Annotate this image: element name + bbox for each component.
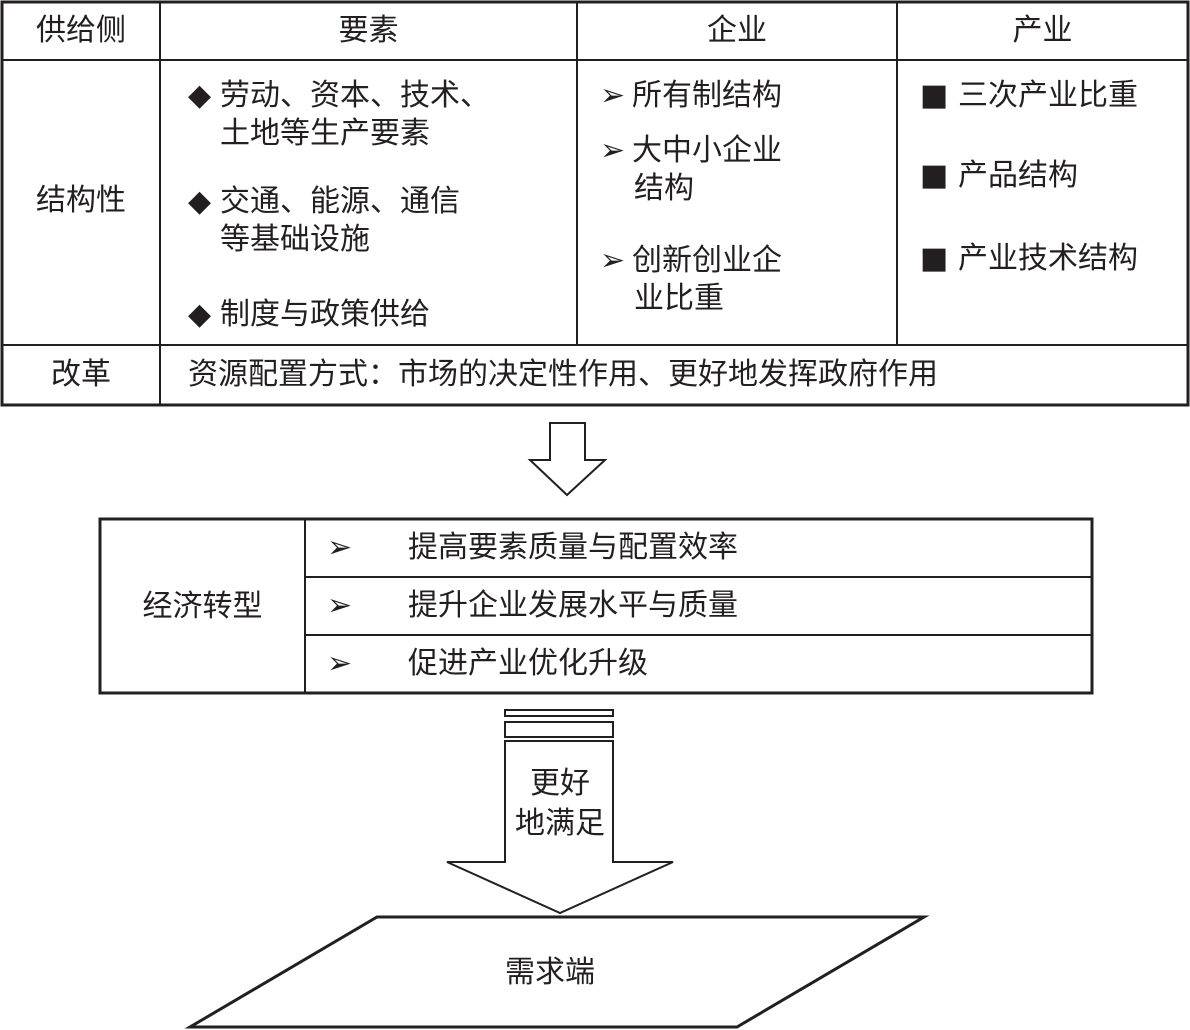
square-bullet-icon: ■	[920, 78, 949, 113]
demand-parallelogram	[184, 915, 930, 1029]
down-arrow-icon	[527, 422, 608, 497]
header-enterprise: 企业	[707, 13, 767, 48]
factor-item-line: 土地等生产要素	[220, 116, 430, 151]
square-bullet-icon: ■	[920, 241, 949, 276]
satisfy-arrow-icon	[446, 709, 674, 915]
enterprise-item: ➢所有制结构	[600, 78, 782, 113]
transform-item: 提高要素质量与配置效率	[408, 530, 738, 565]
transform-box-border	[98, 517, 1094, 695]
diamond-bullet-icon: ◆	[188, 184, 212, 219]
arrow-label-line: 地满足	[515, 806, 605, 841]
arrowhead-bullet-icon: ➢	[600, 243, 626, 278]
arrowhead-bullet-icon: ➢	[327, 646, 353, 681]
diamond-bullet-icon: ◆	[188, 297, 212, 332]
factor-item-line: 等基础设施	[220, 222, 370, 257]
demand-label: 需求端	[505, 955, 595, 990]
arrow-label-line: 更好	[530, 766, 590, 801]
enterprise-item-line: 结构	[634, 171, 694, 206]
reform-text: 资源配置方式：市场的决定性作用、更好地发挥政府作用	[188, 357, 938, 392]
supply-table-border	[0, 0, 1190, 407]
enterprise-item: ➢创新创业企	[600, 243, 782, 278]
factor-item: ◆交通、能源、通信	[188, 184, 460, 219]
industry-item: ■产业技术结构	[920, 241, 1138, 276]
arrowhead-bullet-icon: ➢	[600, 78, 626, 113]
enterprise-item: ➢大中小企业	[600, 133, 782, 168]
reform-label: 改革	[51, 357, 111, 392]
arrowhead-bullet-icon: ➢	[327, 588, 353, 623]
header-factors: 要素	[338, 13, 399, 48]
square-bullet-icon: ■	[920, 158, 949, 193]
transform-item: 促进产业优化升级	[408, 646, 648, 681]
transform-label: 经济转型	[142, 589, 263, 624]
diamond-bullet-icon: ◆	[188, 78, 212, 113]
factor-item: ◆劳动、资本、技术、	[188, 78, 490, 113]
header-industry: 产业	[1012, 13, 1073, 48]
transform-item: 提升企业发展水平与质量	[408, 588, 738, 623]
header-supply-side: 供给侧	[36, 13, 126, 48]
enterprise-item-line: 业比重	[634, 281, 724, 316]
industry-item: ■产品结构	[920, 158, 1078, 193]
arrowhead-bullet-icon: ➢	[600, 133, 626, 168]
arrowhead-bullet-icon: ➢	[327, 530, 353, 565]
factor-item: ◆制度与政策供给	[188, 297, 430, 332]
row-label-structural: 结构性	[36, 183, 126, 218]
industry-item: ■三次产业比重	[920, 78, 1138, 113]
